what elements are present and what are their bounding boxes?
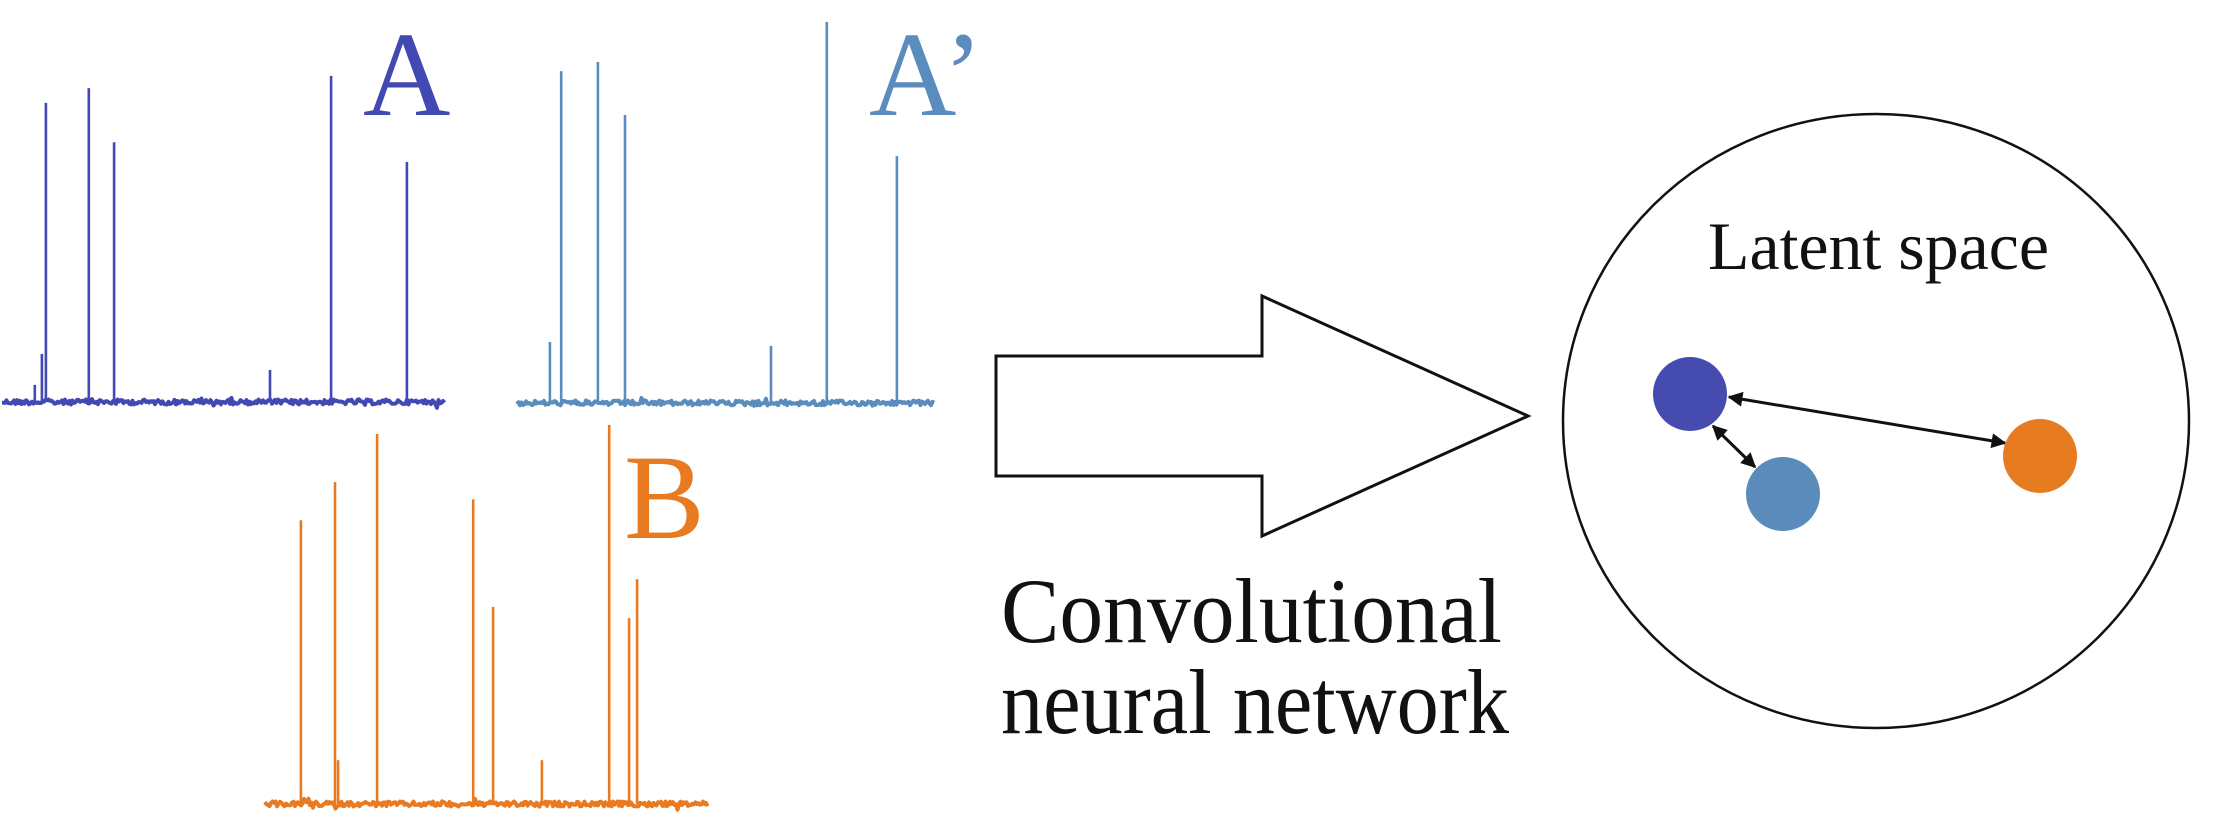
spectrum-label-b: B xyxy=(624,431,705,565)
spectrum-label-a-prime: A’ xyxy=(869,8,983,142)
distance-arrow-a-aprime xyxy=(1711,424,1757,469)
spectrum-label-a: A xyxy=(363,8,450,142)
latent-space-boundary xyxy=(1561,112,2191,730)
distance-arrow-a-b xyxy=(1727,391,2007,449)
latent-point-a-prime xyxy=(1746,457,1820,531)
spectrum-baseline xyxy=(1,395,446,410)
latent-point-b xyxy=(2003,419,2077,493)
spectrum-a xyxy=(1,75,446,410)
latent-space-title: Latent space xyxy=(1708,208,2049,284)
cnn-label-line1: Convolutional xyxy=(1001,560,1502,662)
spectrum-a-prime xyxy=(515,22,936,408)
cnn-label-line2: neural network xyxy=(1001,651,1509,753)
cnn-block-arrow-icon xyxy=(994,293,1532,539)
spectra-group xyxy=(1,22,936,812)
spectrum-baseline xyxy=(515,395,936,408)
spectrum-baseline xyxy=(263,796,710,812)
latent-point-a xyxy=(1653,357,1727,431)
spectrum-b xyxy=(263,424,710,812)
